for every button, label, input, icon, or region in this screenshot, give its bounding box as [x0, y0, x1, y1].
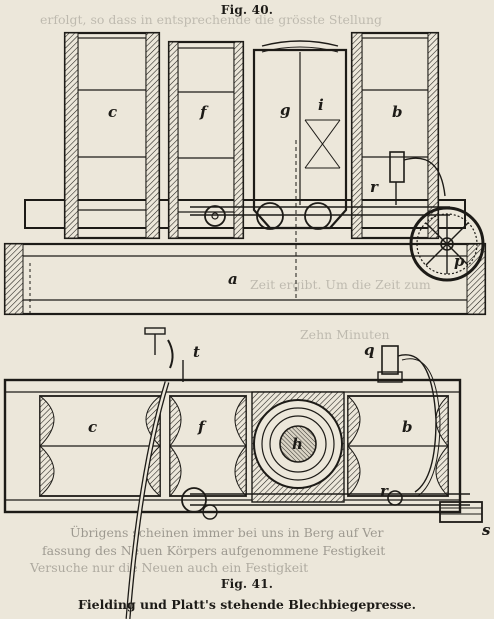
die-block-c: [39, 394, 161, 498]
figure-caption: Fielding und Platt's stehende Blechbiege…: [78, 597, 416, 612]
bleed-through-text: erfolgt, so dass in entsprechende die gr…: [29, 12, 431, 575]
column-f: [167, 40, 245, 240]
bleed-line-3: Versuche nur die Neuen auch ein Festigke…: [29, 560, 308, 575]
central-ram: [252, 40, 348, 230]
plan-frame: [3, 378, 462, 514]
label-b-40: b: [392, 103, 403, 121]
die-block-b: [347, 394, 449, 498]
bleed-line-lower: Zehn Minuten: [300, 327, 390, 342]
pump-q: [377, 345, 441, 497]
plan-drive-belt: [181, 487, 483, 523]
drive-mechanism: [190, 140, 450, 300]
control-lever-t: [125, 327, 184, 619]
label-a-40: a: [228, 270, 238, 288]
label-t-41: t: [193, 343, 200, 361]
label-c-40: c: [108, 103, 117, 121]
bleed-line-top: erfolgt, so dass in entsprechende die gr…: [40, 12, 382, 27]
column-c: [63, 31, 161, 240]
label-f-41: f: [197, 418, 207, 436]
label-s-41: s: [482, 521, 491, 539]
label-g-40: g: [280, 101, 291, 119]
bleed-line-mid: Zeit ergibt. Um die Zeit zum: [250, 277, 431, 292]
label-f-40: f: [199, 103, 209, 121]
figure-41-drawing: t q c f h b r s: [3, 327, 491, 619]
bleed-line-2: fassung des Neuen Körpers aufgenommene F…: [42, 543, 385, 558]
label-p-40: p: [454, 252, 465, 270]
figure-40-drawing: c f g i b r a p: [3, 31, 487, 316]
label-i-40: i: [318, 96, 324, 114]
upper-platform: [24, 199, 466, 229]
label-r-41: r: [380, 482, 389, 500]
label-h-41: h: [292, 435, 303, 453]
column-b: [350, 31, 440, 240]
figure-40-label: Fig. 40.: [220, 3, 274, 17]
bleed-line-1: Übrigens scheinen immer bei uns in Berg …: [70, 524, 384, 540]
label-c-41: c: [88, 418, 97, 436]
central-cylinder-h: [251, 391, 345, 503]
label-q-41: q: [364, 341, 375, 359]
die-block-f: [169, 394, 247, 498]
label-b-41: b: [402, 418, 413, 436]
label-r-40: r: [370, 178, 379, 196]
flywheel-p: [409, 206, 485, 282]
figure-41-label: Fig. 41.: [220, 577, 274, 591]
